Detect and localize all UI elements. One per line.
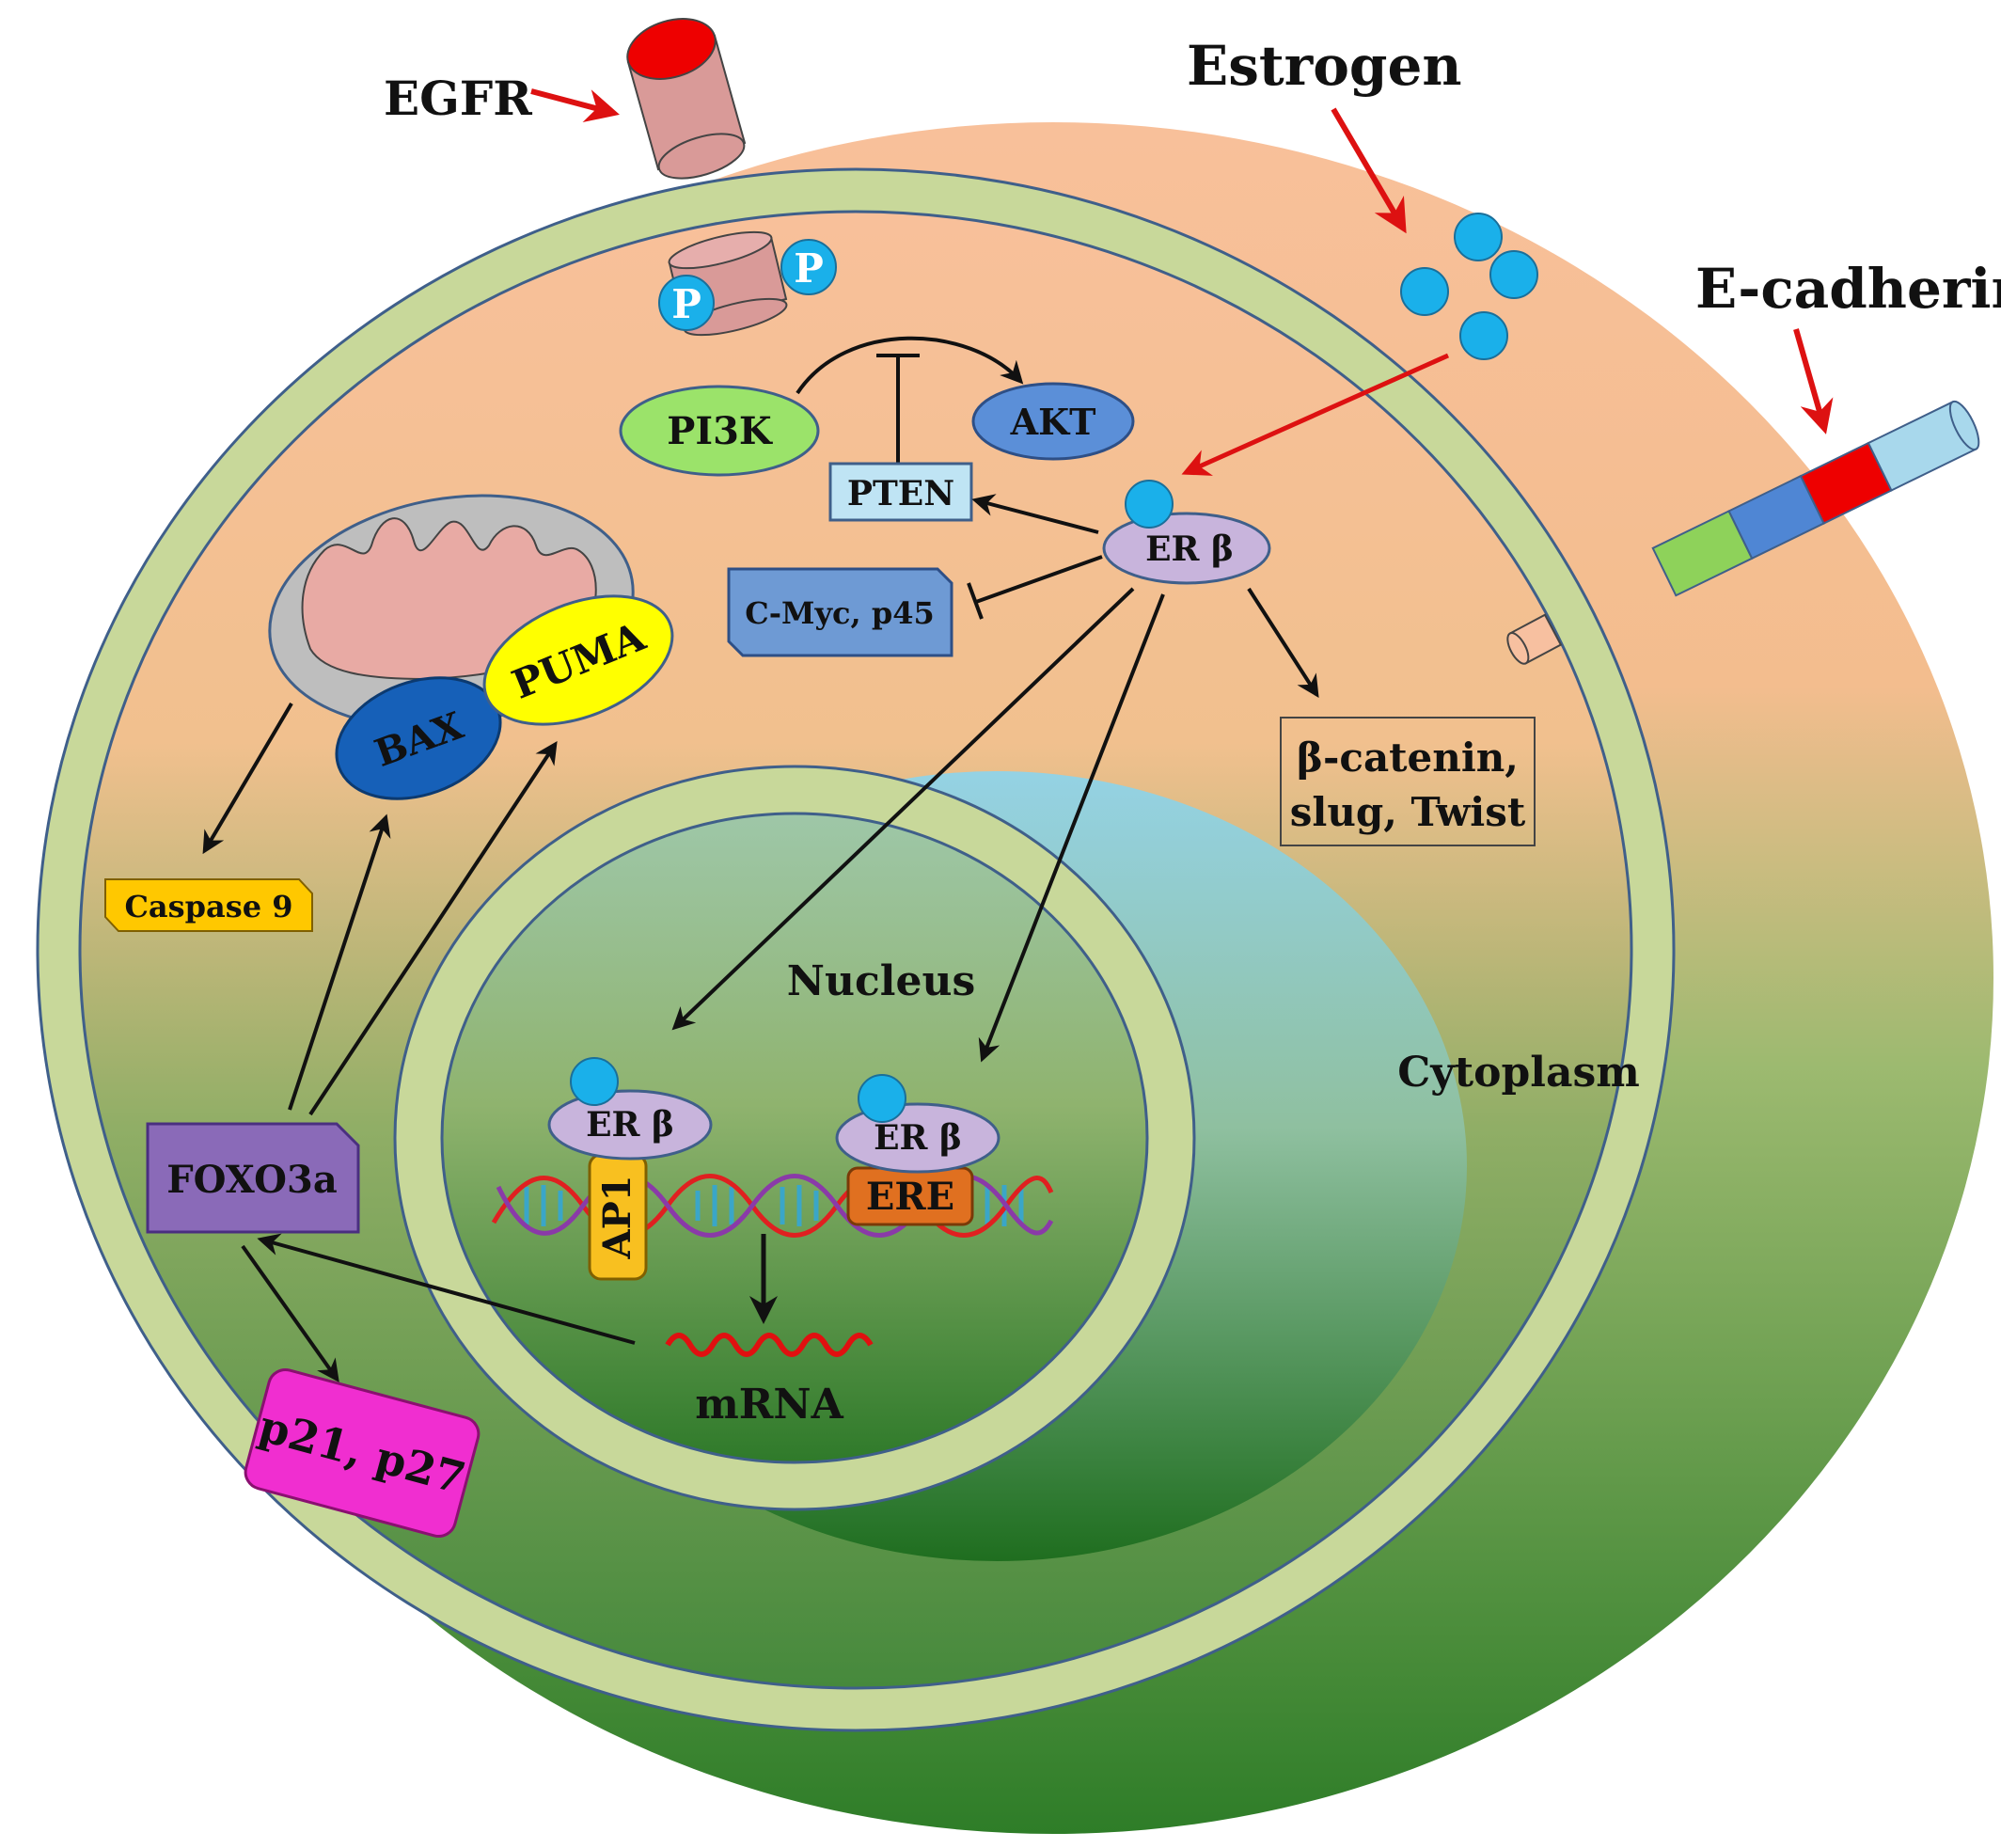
estrogen-molecule xyxy=(1489,250,1538,299)
estrogen-arrow xyxy=(1331,107,1407,234)
cytoplasm-label: Cytoplasm xyxy=(1397,1049,1640,1097)
foxo3a-to-p21p27-arrow xyxy=(241,1244,339,1382)
erb-inhibit-cmyc-bar xyxy=(967,582,984,620)
mrna-to-foxo3a-arrow xyxy=(257,1233,636,1345)
erb-ligand-cytoplasm xyxy=(1125,480,1174,529)
erb-to-nucleus-right-arrow xyxy=(978,593,1165,1063)
phospho-circle-left xyxy=(658,275,715,331)
erb-to-bcatenin-arrow xyxy=(1247,587,1319,699)
cmyc-node xyxy=(727,567,953,657)
estrogen-to-erb-arrow xyxy=(1181,353,1450,476)
estrogen-label: Estrogen xyxy=(1187,34,1462,98)
erb-node-cytoplasm xyxy=(1102,512,1271,585)
erb-node-nucleus-left xyxy=(547,1089,713,1161)
estrogen-molecule xyxy=(1459,311,1508,360)
caspase9-label: Caspase 9 xyxy=(124,889,292,924)
phospho-label-right: P xyxy=(794,245,824,292)
egfr-receptor-cap xyxy=(626,18,717,80)
foxo3a-label: FOXO3a xyxy=(166,1158,337,1202)
ap1-label: AP1 xyxy=(595,1176,639,1260)
phospho-circle-right xyxy=(780,239,837,295)
pi3k-to-akt-arrow xyxy=(796,336,1024,395)
erb-ligand-nucleus-right xyxy=(858,1074,906,1123)
foxo3a-to-puma-arrow xyxy=(308,740,558,1116)
egfr-arrow xyxy=(530,88,620,123)
egfr-receptor xyxy=(626,18,747,180)
p21p27-node xyxy=(244,1367,481,1539)
akt-label: AKT xyxy=(1010,401,1096,443)
erb-to-pten-arrow xyxy=(971,494,1099,534)
p21p27-group: p21, p27 xyxy=(244,1367,481,1539)
bcatenin-box xyxy=(1280,717,1536,846)
erb-label-nucleus-right: ER β xyxy=(874,1118,962,1158)
puma-node xyxy=(482,594,674,726)
ecadherin-molecule xyxy=(1651,400,1980,597)
bcatenin-label-line1: β-catenin, xyxy=(1297,734,1519,781)
phospho-label-left: P xyxy=(671,281,701,327)
mrna-wave xyxy=(665,1333,874,1357)
foxo3a-to-bax-arrow xyxy=(288,813,391,1111)
estrogen-molecule xyxy=(1454,213,1503,261)
nucleoplasm xyxy=(440,812,1149,1464)
estrogen-molecule xyxy=(1400,267,1449,316)
membrane-channel xyxy=(1506,613,1563,665)
egfr-receptor-bottom xyxy=(657,133,746,180)
nucleus xyxy=(393,765,1467,1561)
pi3k-label: PI3K xyxy=(667,409,773,453)
dna-strand-purple xyxy=(496,1174,1054,1238)
erb-label-nucleus-left: ER β xyxy=(586,1105,674,1145)
bcatenin-label-line2: slug, Twist xyxy=(1290,789,1526,835)
ecadherin-label: E-cadherin xyxy=(1695,257,2001,321)
caspase9-node xyxy=(104,878,313,932)
ecadherin-arrow xyxy=(1793,328,1834,434)
erb-label-cytoplasm: ER β xyxy=(1145,529,1234,569)
estrogen-ligand-cluster xyxy=(1400,213,1538,360)
erb-ligand-nucleus-left xyxy=(570,1057,619,1106)
foxo3a-node xyxy=(146,1122,360,1234)
egfr-label: EGFR xyxy=(384,71,532,126)
ere-label: ERE xyxy=(866,1175,954,1219)
phosphorylated-receptor: P P xyxy=(658,230,837,337)
erb-inhibit-cmyc-line xyxy=(975,555,1103,604)
cmyc-label: C-Myc, p45 xyxy=(745,595,934,631)
mitochondrion-to-caspase9-arrow xyxy=(202,702,293,855)
akt-node xyxy=(971,382,1135,461)
pten-node xyxy=(828,462,973,522)
pi3k-node xyxy=(619,385,820,477)
erb-to-nucleus-left-arrow xyxy=(671,587,1135,1031)
nucleus-label: Nucleus xyxy=(787,957,975,1005)
mrna-label: mRNA xyxy=(695,1381,843,1429)
pten-label: PTEN xyxy=(847,474,954,513)
